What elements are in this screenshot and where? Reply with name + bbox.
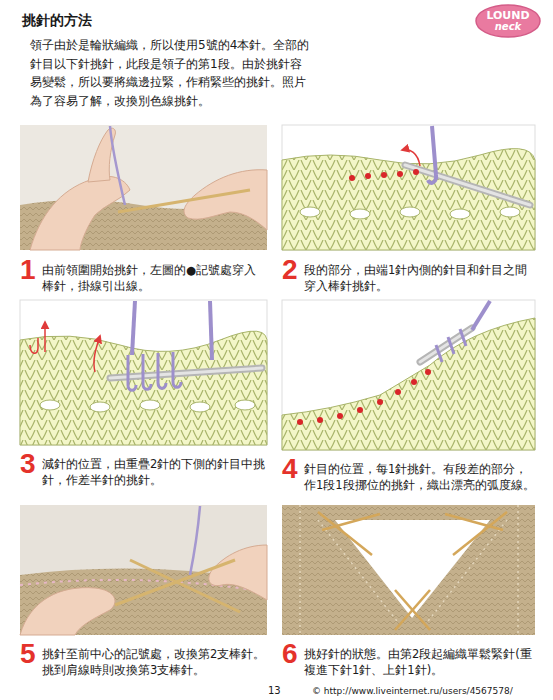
diagram-step-3 [20,300,267,445]
badge-text: LOUND [486,10,529,22]
photo-step-5 [20,505,267,635]
step-number: 6 [282,640,298,668]
badge-ellipse: LOUNDneck [475,4,541,38]
page-number: 13 [268,685,281,696]
step-caption: 減針的位置，由重疊2針的下側的針目中挑針，作差半針的挑針。 [42,456,267,488]
step-caption: 段的部分，由端1針內側的針目和針目之間穿入棒針挑針。 [304,262,535,294]
diagram-step-2 [282,125,535,250]
step-number: 1 [20,256,36,284]
intro-text: 領子由於是輪狀編織，所以使用5號的4本針。全部的針目以下針挑針，此段是領子的第1… [30,36,312,110]
step-caption: 挑好針的狀態。由第2段起編織單鬆緊針(重複進下針1針、上針1針)。 [304,646,535,678]
step-caption: 針目的位置，每1針挑針。有段差的部分，作1段1段挪位的挑針，織出漂亮的弧度線。 [304,461,535,493]
photo-step-6 [282,505,535,635]
badge-text: neck [495,22,521,33]
step-number: 5 [20,640,36,668]
photo-step-1 [20,125,267,250]
step-number: 2 [282,256,298,284]
watermark: © http://www.liveinternet.ru/users/45675… [312,686,513,696]
step-caption: 挑針至前中心的記號處，改換第2支棒針。挑到肩線時則改換第3支棒針。 [42,646,267,678]
diagram-step-4 [282,300,535,450]
step-number: 3 [20,450,36,478]
page-title: 挑針的方法 [22,12,92,30]
step-caption: 由前領圍開始挑針，左圖的●記號處穿入棒針，掛線引出線。 [42,262,267,294]
step-number: 4 [282,455,298,483]
